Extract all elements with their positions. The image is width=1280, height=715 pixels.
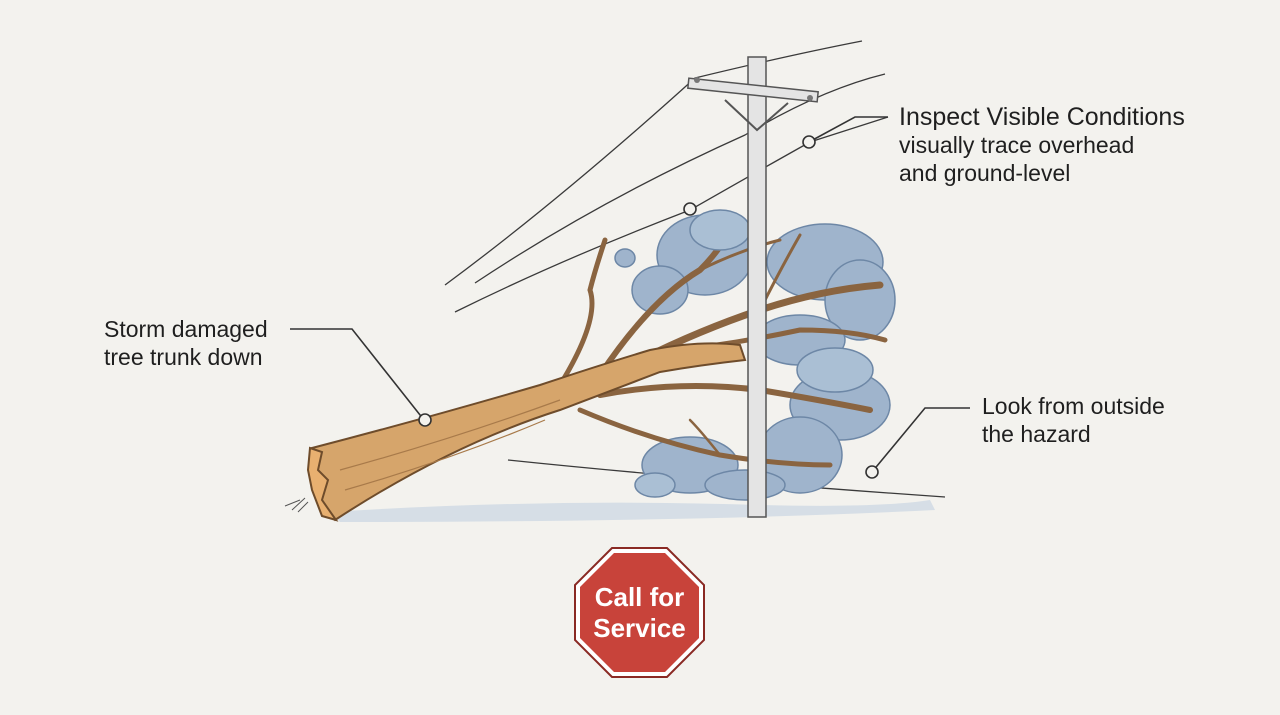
tree-leader (290, 328, 425, 421)
ground-shadow (330, 500, 935, 522)
stop-sign-icon (574, 547, 705, 678)
look-line-2: the hazard (982, 420, 1091, 447)
tree-line-2: tree trunk down (104, 343, 263, 370)
tree-callout: Storm damaged tree trunk down (104, 316, 268, 371)
look-marker (865, 465, 879, 479)
inspect-title: Inspect Visible Conditions (899, 103, 1185, 131)
inspect-line-1: visually trace overhead (899, 132, 1135, 158)
leader-markers (418, 135, 879, 479)
look-callout: Look from outside the hazard (982, 393, 1165, 448)
tree-marker (418, 413, 432, 427)
utility-pole (687, 56, 819, 518)
look-line-1: Look from outside (982, 393, 1165, 419)
stop-line-2: Service (593, 613, 686, 643)
power-line-lower (454, 116, 889, 313)
leader-lines (290, 116, 970, 473)
tree-trunk (310, 342, 747, 522)
trunk-grain (339, 399, 561, 491)
grass-tuft (284, 497, 309, 513)
stop-sign-label: Call for Service (573, 582, 706, 644)
inspect-marker (802, 135, 816, 149)
inspect-line-2: and ground-level (899, 159, 1071, 186)
inspect-leader (808, 116, 888, 143)
look-leader (871, 407, 970, 473)
line-marker (683, 202, 697, 216)
stop-line-1: Call for (594, 582, 685, 612)
call-for-service-button[interactable]: Call for Service (573, 546, 706, 679)
power-line-top (444, 40, 863, 286)
power-line-middle (474, 73, 886, 284)
power-lines (444, 40, 946, 498)
tree-line-1: Storm damaged (104, 316, 268, 342)
foliage-front (634, 209, 874, 498)
broken-trunk-end (306, 446, 339, 522)
inspect-callout: Inspect Visible Conditions visually trac… (899, 102, 1185, 187)
